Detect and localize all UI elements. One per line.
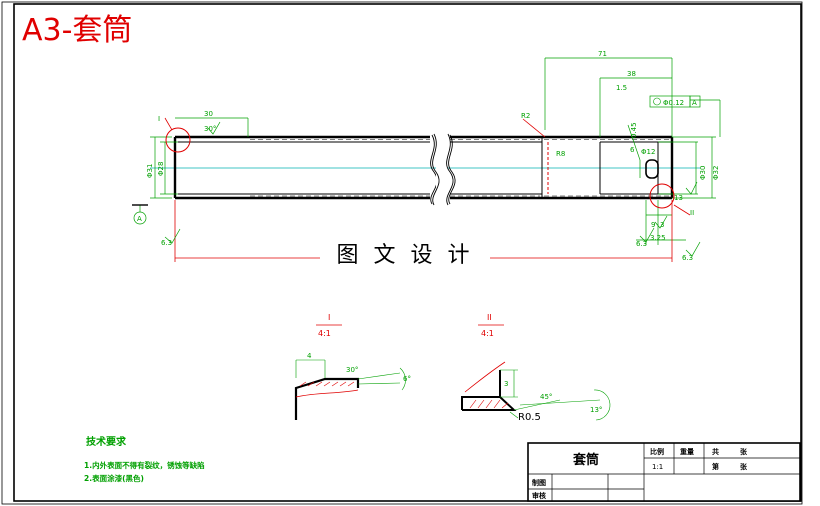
dim-71: 71 [598,50,607,58]
tolerance-datum: A [692,99,697,107]
dim-r8: R8 [556,150,565,158]
col-total: 共 [712,447,719,456]
scale-value: 1:1 [652,463,663,471]
sleeve-bore [178,137,672,198]
sheet-inner-frame [13,3,802,502]
dim-30-angle: 30° [204,125,216,133]
rough-a: 6.3 [161,239,172,247]
dim-045: 0.45 [630,122,638,138]
leader-I-text: I [158,115,160,123]
detail-I-marker [165,127,191,153]
break-line [430,134,456,205]
technical-notes: 技术要求 1.内外表面不得有裂纹，锈蚀等缺陷 2.表面涂漆(黑色) [84,435,205,483]
vertical-dims: Φ31 Φ28 Φ30 Φ32 0.45 [146,122,720,180]
leader-II-text: II [690,209,694,217]
dim-phi28: Φ28 [157,162,165,176]
dimension-texts: 30 30° 71 38 R2 R8 6 Φ12 9 3 3.25 1.5 Φ0… [137,50,697,262]
roughness-symbols [164,121,701,257]
note-2: 2.表面涂漆(黑色) [84,473,144,483]
detail-I-dim-6: 6° [403,375,411,383]
dim-phi12: Φ12 [641,148,655,156]
detail-I-dim-4: 4 [307,352,312,360]
dim-3: 3 [660,221,664,229]
detail-II: II 4:1 3 45° R0.5 13° [461,313,611,423]
rough-b: 6.3 [636,240,647,248]
detail-I: I 4:1 4 30° 6° [294,313,411,420]
thread-marks [250,139,672,197]
detail-II-scale: 4:1 [481,329,494,338]
dimension-lines [139,57,721,245]
dim-38: 38 [627,70,636,78]
dim-30: 30 [204,110,213,118]
detail-II-dim-3: 3 [504,380,508,388]
sheet-unit: 张 [740,462,748,471]
title-block: 套筒 比例 重量 共 张 1:1 第 张 制图 审核 [527,442,801,502]
dim-r2: R2 [521,112,530,120]
main-view [132,57,721,262]
dim-phi32: Φ32 [712,166,720,180]
col-weight: 重量 [680,447,694,456]
row-drawn: 制图 [532,478,546,487]
detail-I-label: I [328,313,330,322]
detail-II-r05: R0.5 [518,412,541,423]
dim-phi30: Φ30 [699,166,707,180]
datum-letter: A [137,215,142,223]
dim-pitch: 1.5 [616,84,627,92]
detail-I-dim-30: 30° [346,366,358,374]
detail-II-marker [649,183,675,209]
watermark-text: 图 文 设 计 [337,243,474,268]
row-checked: 审核 [532,491,546,500]
break-gap [436,130,448,210]
dim-13: 13 [674,194,683,202]
datum-A [132,204,148,225]
dim-9: 9 [651,221,655,229]
detail-II-dim-13: 13° [590,406,602,414]
watermark-backdrop [322,238,488,272]
rough-c: 6.3 [682,254,693,262]
sleeve-outline [173,135,674,200]
geometric-tolerance-frame [649,95,701,108]
dim-6: 6 [630,146,635,154]
overall-length-dim [174,118,673,262]
note-1: 1.内外表面不得有裂纹，锈蚀等缺陷 [84,460,205,470]
notes-heading: 技术要求 [86,435,127,448]
part-name: 套筒 [572,452,599,468]
dim-phi31: Φ31 [146,164,154,178]
sheet-no: 第 [712,462,719,471]
drawing-title: A3-套筒 [22,13,132,48]
detail-II-label: II [487,313,492,322]
col-scale: 比例 [650,447,664,456]
col-sheet: 张 [740,447,748,456]
dim-325: 3.25 [650,234,666,242]
cross-hole [645,159,659,179]
detail-II-dim-45: 45° [540,393,552,401]
tolerance-value: Φ0.12 [663,99,684,107]
detail-I-scale: 4:1 [318,329,331,338]
